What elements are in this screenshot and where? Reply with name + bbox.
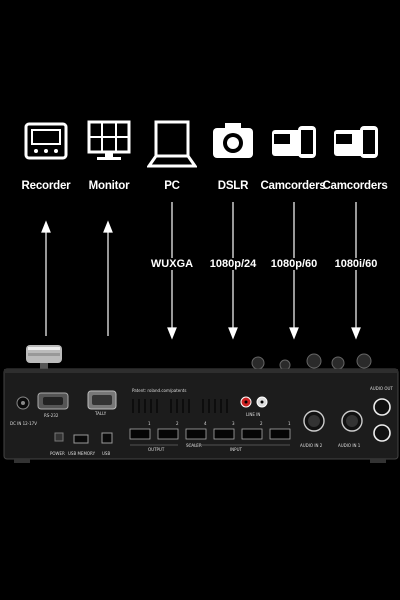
vent-grille — [132, 399, 228, 413]
device-label-monitor: Monitor — [88, 180, 130, 192]
tally-label: TALLY — [94, 411, 107, 416]
camcorder-icon — [332, 120, 380, 162]
knob-1 — [251, 356, 265, 370]
input-label: INPUT — [230, 447, 243, 452]
usb-port — [101, 432, 113, 444]
audio-out-r — [373, 424, 391, 442]
audio-out-l — [373, 398, 391, 416]
device-label-pc: PC — [164, 180, 180, 192]
hdmi-num-4: 3 — [232, 421, 235, 426]
scaler-label: SCALER — [186, 443, 202, 448]
hdmi-num-6: 1 — [288, 421, 291, 426]
switcher-rear-panel: DC IN 12-17V POWER RS-232 TALLY USB MEMO… — [3, 345, 399, 463]
camera-icon — [211, 120, 255, 162]
recorder-icon — [24, 120, 68, 162]
knob-3 — [306, 353, 322, 369]
camcorder-icon — [270, 120, 318, 162]
usb-memory-label: USB MEMORY — [68, 451, 96, 456]
hdmi-ports — [129, 428, 291, 440]
audio-in-1-label: AUDIO IN 1 — [338, 443, 361, 448]
hdmi-num-3: 4 — [204, 421, 207, 426]
format-label-1080p60: 1080p/60 — [264, 258, 324, 270]
usb-label: USB — [102, 451, 110, 456]
laptop-icon — [147, 120, 197, 168]
knob-5 — [356, 353, 372, 369]
hdmi-num-5: 2 — [260, 421, 263, 426]
power-label: POWER — [50, 451, 65, 456]
line-in-label: LINE IN — [246, 412, 260, 417]
device-label-camcorders-1: Camcorders — [260, 180, 326, 192]
device-label-camcorders-2: Camcorders — [322, 180, 388, 192]
usb-memory-port — [73, 434, 89, 444]
rs232-label: RS-232 — [44, 413, 59, 418]
hdmi-num-1: 1 — [148, 421, 151, 426]
device-label-dslr: DSLR — [217, 180, 249, 192]
audio-out-label: AUDIO OUT — [370, 386, 393, 391]
output-label: OUTPUT — [148, 447, 165, 452]
format-label-1080i60: 1080i/60 — [326, 258, 386, 270]
patent-label: Patent: roland.com/patents — [132, 388, 186, 393]
knob-4 — [331, 356, 345, 370]
power-switch — [54, 432, 64, 442]
format-label-1080p24: 1080p/24 — [203, 258, 263, 270]
format-label-wuxga: WUXGA — [142, 258, 202, 270]
monitor-icon — [87, 120, 131, 162]
device-label-recorder: Recorder — [21, 180, 71, 192]
hdmi-num-2: 2 — [176, 421, 179, 426]
dc-in-label: DC IN 12-17V — [10, 421, 37, 426]
audio-in-2-label: AUDIO IN 2 — [300, 443, 323, 448]
